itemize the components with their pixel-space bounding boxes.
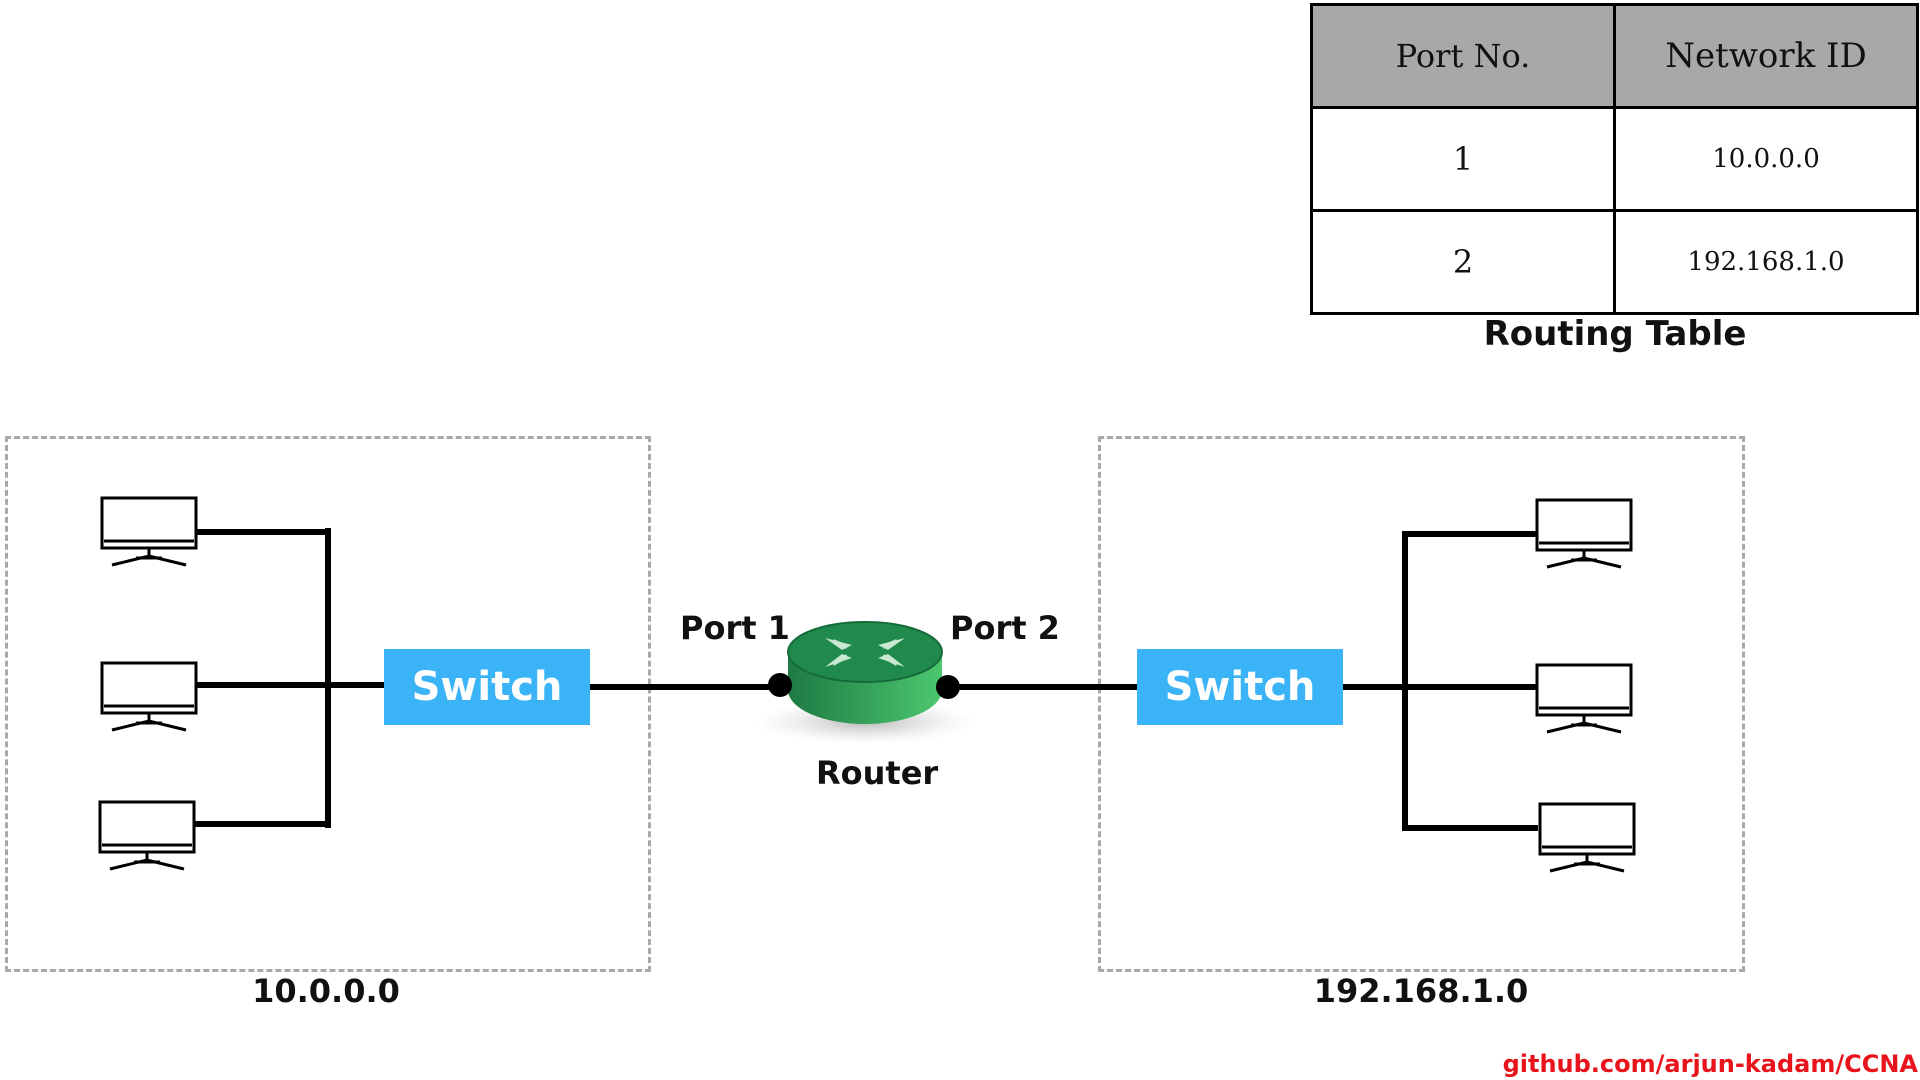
routing-table: Port No. Network ID 1 10.0.0.0 2 192.168…: [1310, 3, 1919, 315]
cell-port: 1: [1310, 106, 1616, 212]
routing-table-caption: Routing Table: [1483, 314, 1747, 354]
port-2-label: Port 2: [950, 609, 1060, 647]
computer-icon: [1535, 663, 1633, 734]
router-icon: [755, 621, 975, 744]
cell-port: 2: [1310, 209, 1616, 315]
port-1-dot: [768, 673, 792, 697]
port-1-label: Port 1: [680, 609, 790, 647]
right-network-zone: [1098, 436, 1745, 972]
computer-icon: [1535, 498, 1633, 569]
computer-icon: [98, 800, 196, 871]
computer-icon: [100, 496, 198, 567]
table-row: 2 192.168.1.0: [1310, 209, 1919, 315]
header-network-id: Network ID: [1613, 3, 1919, 109]
header-port-no: Port No.: [1310, 3, 1616, 109]
cell-network-id: 192.168.1.0: [1613, 209, 1919, 315]
cell-network-id: 10.0.0.0: [1613, 106, 1919, 212]
right-switch: Switch: [1137, 649, 1343, 725]
router-label: Router: [816, 754, 939, 792]
table-row: 1 10.0.0.0: [1310, 106, 1919, 212]
port-2-dot: [936, 675, 960, 699]
computer-icon: [1538, 802, 1636, 873]
left-network-zone: [5, 436, 651, 972]
computer-icon: [100, 661, 198, 732]
right-network-label: 192.168.1.0: [1313, 972, 1529, 1010]
credit-link[interactable]: github.com/arjun-kadam/CCNA: [1502, 1050, 1918, 1078]
left-network-label: 10.0.0.0: [252, 972, 400, 1010]
left-switch: Switch: [384, 649, 590, 725]
